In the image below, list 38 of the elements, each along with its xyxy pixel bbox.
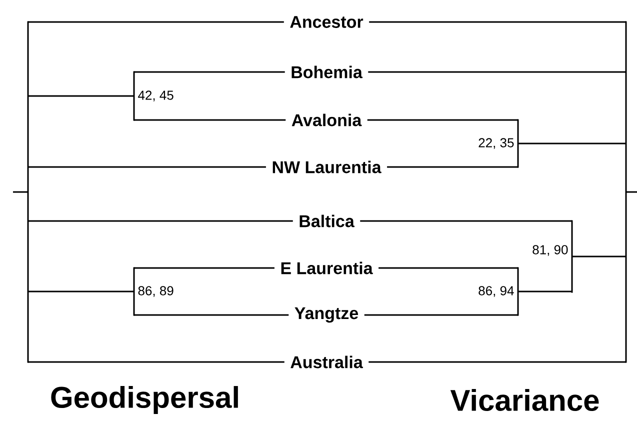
tree-title: Vicariance [450, 389, 599, 412]
support-value: 22, 35 [478, 138, 514, 149]
tree-title: Geodispersal [51, 386, 238, 414]
support-value: 86, 89 [138, 286, 174, 297]
tree-branch [368, 71, 626, 73]
taxon-name: Ancestor [290, 16, 364, 28]
tree-branch [369, 21, 626, 23]
tree-branch [518, 290, 572, 292]
tree-branch [518, 142, 626, 144]
tree-branch [28, 220, 293, 222]
taxon-name: NW Laurentia [272, 160, 382, 174]
tree-branch [378, 267, 518, 269]
tree-branch [28, 361, 284, 363]
tree-branch [368, 361, 626, 363]
taxon-name: E Laurentia [281, 262, 373, 274]
taxon-name: Baltica [300, 214, 354, 228]
support-value: 81, 90 [532, 245, 568, 256]
tree-branch [28, 95, 134, 97]
tree-branch [360, 220, 572, 222]
taxon-name: Bohemia [292, 66, 363, 78]
taxon-name: Avalonia [292, 114, 362, 126]
tree-branch [13, 191, 28, 193]
tree-branch [28, 166, 266, 168]
support-value: 86, 94 [478, 286, 514, 297]
support-value: 42, 45 [138, 90, 174, 102]
tree-branch [134, 71, 285, 73]
tree-branch [28, 21, 284, 23]
tree-branch [626, 191, 637, 193]
tree-branch [387, 166, 518, 168]
tree-branch [134, 267, 274, 269]
taxon-name: Yangtze [294, 307, 358, 323]
tree-branch [367, 119, 518, 121]
tree-branch [28, 290, 134, 292]
tree-branch [134, 314, 289, 316]
tree-branch [134, 119, 286, 121]
tree-branch [364, 314, 518, 316]
tree-branch [572, 256, 626, 258]
taxon-name: Australia [290, 356, 363, 368]
